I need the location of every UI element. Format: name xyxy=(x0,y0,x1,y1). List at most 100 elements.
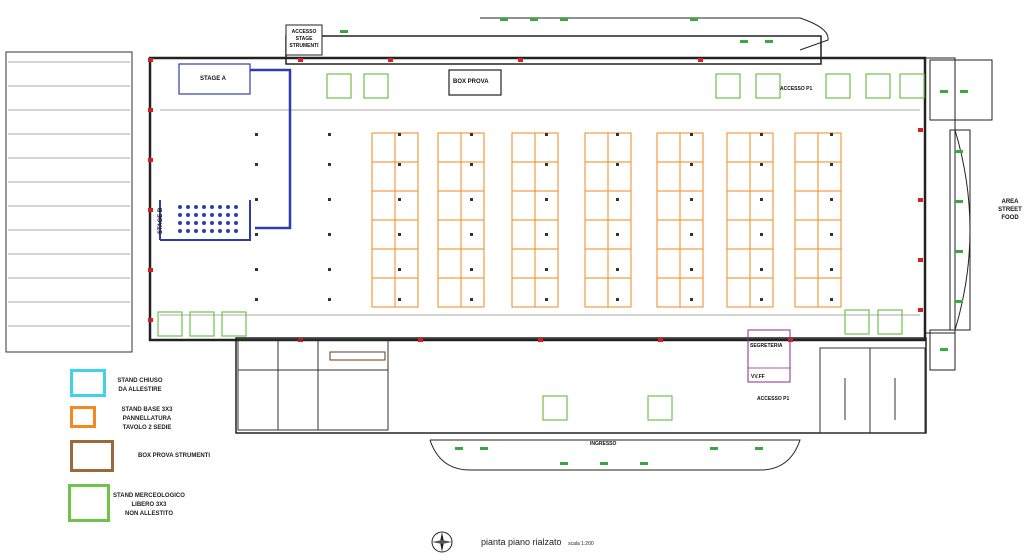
street-food-line1: AREA xyxy=(1001,199,1019,205)
green-stand xyxy=(844,309,870,335)
service-rooms-left xyxy=(237,339,389,431)
accesso-stage-line1: ACCESSO xyxy=(292,29,317,35)
green-stand-group xyxy=(157,73,925,421)
orange-stand xyxy=(371,277,396,308)
legend-text: STAND MERCEOLOGICO xyxy=(113,493,185,499)
exit-sign xyxy=(918,258,923,262)
seat xyxy=(186,205,190,209)
green-arrow xyxy=(940,90,948,93)
green-arrow xyxy=(500,18,508,21)
exit-sign xyxy=(518,58,523,62)
legend-label-box-prova: BOX PROVA STRUMENTI xyxy=(124,452,224,461)
orange-stand xyxy=(534,248,559,279)
orange-stand xyxy=(817,132,842,163)
orange-stand xyxy=(656,161,681,192)
orange-stand xyxy=(679,161,704,192)
pillar xyxy=(470,198,473,201)
orange-stand xyxy=(371,161,396,192)
orange-stand xyxy=(726,132,751,163)
exit-sign xyxy=(918,308,923,312)
pillar xyxy=(760,198,763,201)
legend-text: DA ALLESTIRE xyxy=(118,387,162,393)
exit-sign xyxy=(918,198,923,202)
orange-stand xyxy=(794,219,819,250)
seat xyxy=(226,205,230,209)
seat xyxy=(226,213,230,217)
pillar xyxy=(690,298,693,301)
pillar xyxy=(690,198,693,201)
green-arrow xyxy=(340,30,348,33)
orange-stand xyxy=(794,132,819,163)
pillar xyxy=(616,268,619,271)
green-stand xyxy=(825,73,851,99)
stage-b-label: STAGE B xyxy=(158,207,164,234)
seat xyxy=(210,229,214,233)
ingresso-label: INGRESSO xyxy=(590,441,617,447)
compass-icon xyxy=(431,531,453,553)
legend-label-base-stand: STAND BASE 3X3 PANNELLATURA TAVOLO 2 SED… xyxy=(112,406,182,433)
pillar xyxy=(255,268,258,271)
pillar xyxy=(830,133,833,136)
legend-text: PANNELLATURA xyxy=(122,416,172,422)
seat xyxy=(202,205,206,209)
legend-swatch-base-stand xyxy=(70,406,96,428)
seat xyxy=(234,205,238,209)
green-arrow xyxy=(940,348,948,351)
box-prova xyxy=(448,69,502,96)
green-stand xyxy=(755,73,781,99)
green-arrow xyxy=(710,447,718,450)
orange-stand xyxy=(817,277,842,308)
seat xyxy=(194,221,198,225)
seat xyxy=(202,221,206,225)
seat xyxy=(218,213,222,217)
orange-stand xyxy=(437,248,462,279)
orange-stand xyxy=(726,219,751,250)
accesso-stage-box xyxy=(285,24,323,56)
exit-sign xyxy=(538,338,543,342)
pillar xyxy=(470,133,473,136)
pillar xyxy=(328,233,331,236)
pillar xyxy=(328,298,331,301)
orange-stand xyxy=(656,132,681,163)
exit-sign xyxy=(418,338,423,342)
left-side-structure xyxy=(5,51,133,353)
legend-swatch-merceologico xyxy=(68,484,110,522)
segreteria-label: SEGRETERIA xyxy=(750,343,783,349)
orange-stand xyxy=(794,277,819,308)
green-stand xyxy=(647,395,673,421)
orange-stand xyxy=(726,277,751,308)
seat xyxy=(194,213,198,217)
seat xyxy=(186,221,190,225)
pillar xyxy=(255,298,258,301)
pillar xyxy=(760,163,763,166)
orange-stand xyxy=(679,190,704,221)
green-arrow xyxy=(755,447,763,450)
seat xyxy=(210,213,214,217)
pillar xyxy=(760,133,763,136)
accesso-p1-bottom: ACCESSO P1 xyxy=(757,396,789,402)
seat xyxy=(178,205,182,209)
green-stand xyxy=(877,309,903,335)
pillar xyxy=(545,298,548,301)
orange-stand xyxy=(817,248,842,279)
green-arrow xyxy=(955,300,963,303)
seat xyxy=(234,229,238,233)
orange-stand xyxy=(817,161,842,192)
seat xyxy=(210,205,214,209)
exit-sign xyxy=(148,108,153,112)
orange-stand xyxy=(437,190,462,221)
pillar xyxy=(760,233,763,236)
seat xyxy=(234,213,238,217)
stage-b-seating xyxy=(178,205,238,233)
orange-stand xyxy=(726,190,751,221)
legend-label-merceologico: STAND MERCEOLOGICO LIBERO 3X3 NON ALLEST… xyxy=(112,492,186,519)
orange-stand xyxy=(679,248,704,279)
green-arrow xyxy=(560,462,568,465)
legend-text: BOX PROVA STRUMENTI xyxy=(137,453,210,459)
legend-text: STAND BASE 3X3 xyxy=(121,407,173,413)
pillar xyxy=(398,298,401,301)
orange-stand xyxy=(656,277,681,308)
orange-stand xyxy=(371,248,396,279)
green-stand xyxy=(363,73,389,99)
